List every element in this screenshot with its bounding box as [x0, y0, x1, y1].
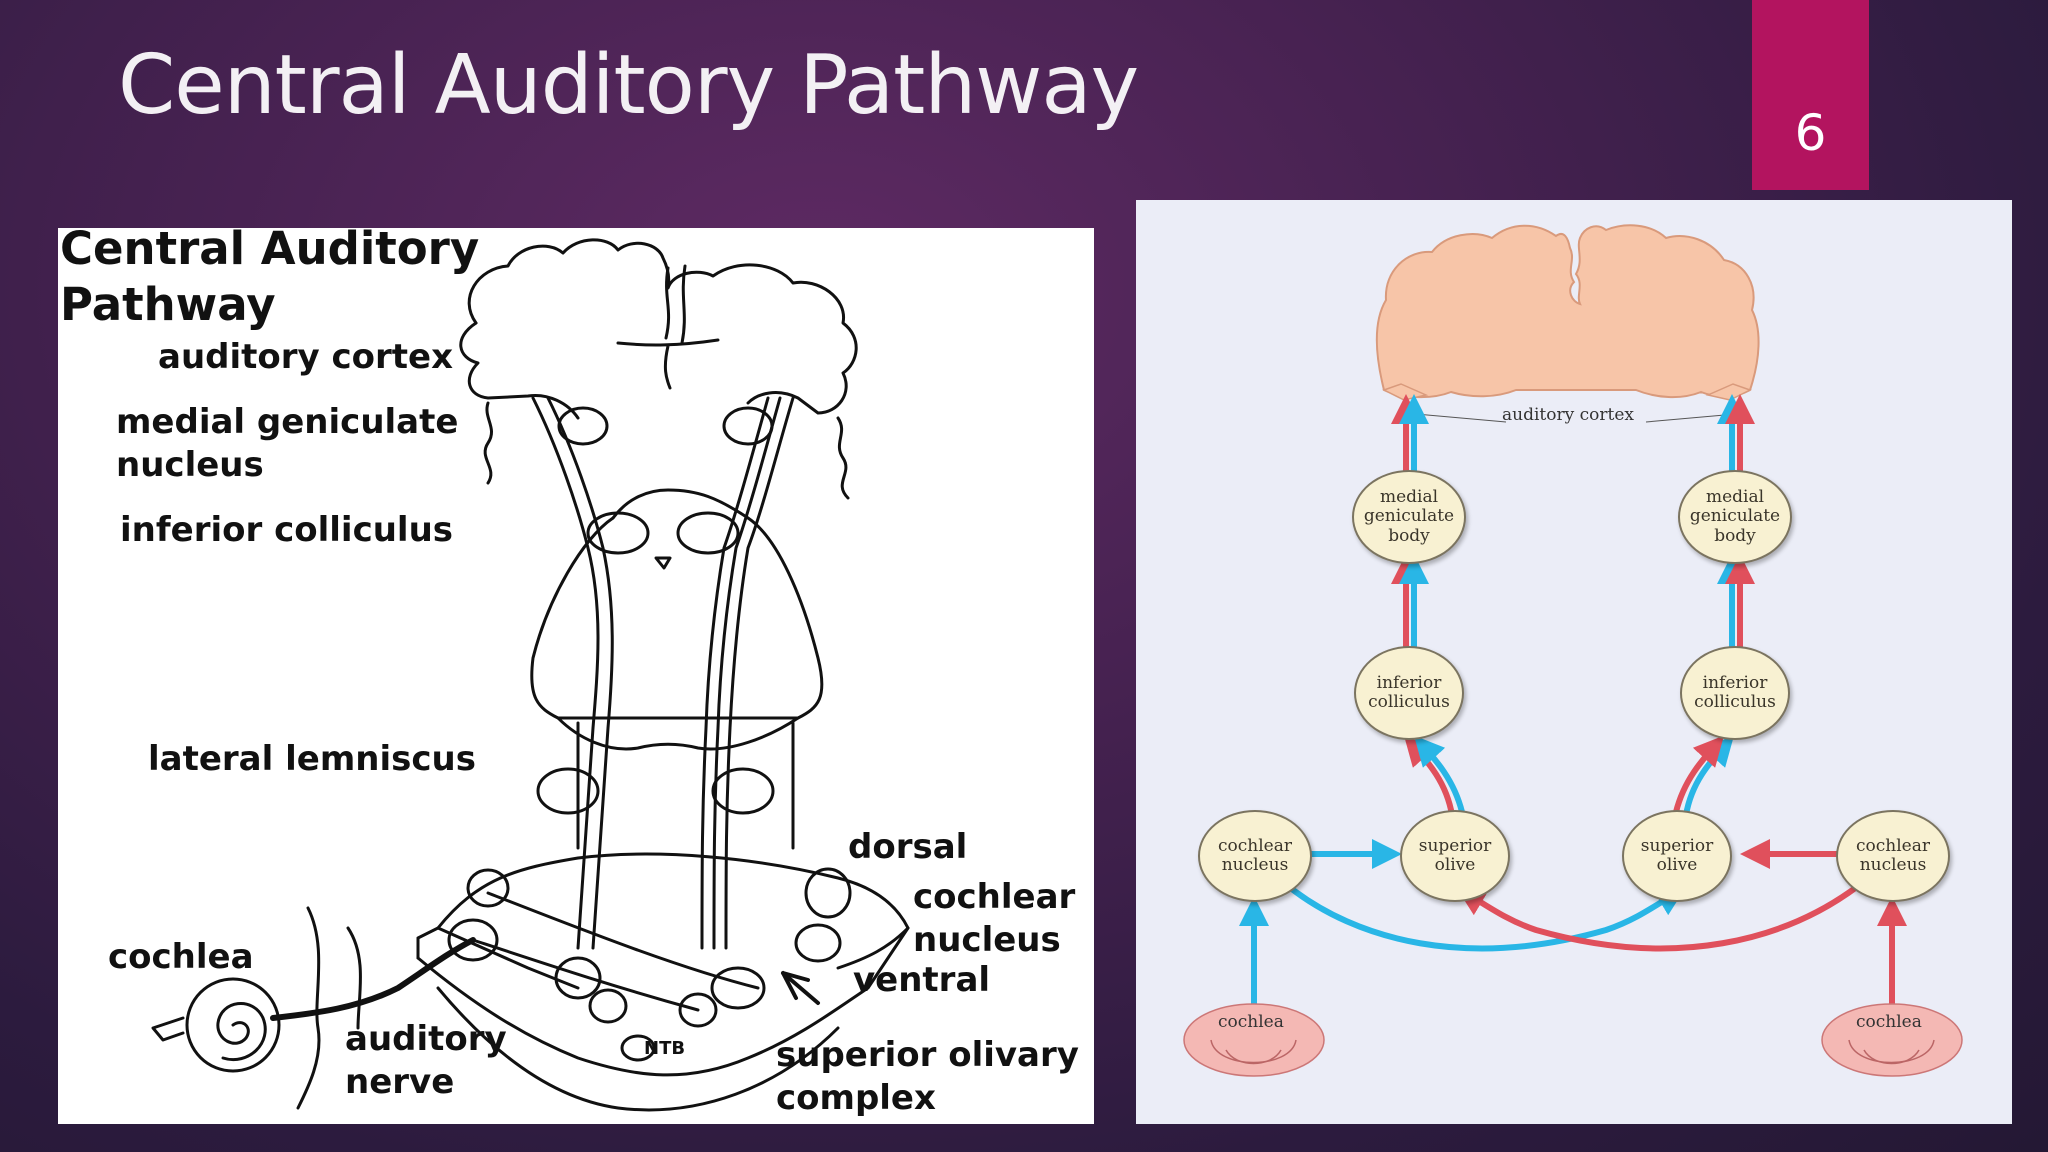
label-auditory-cortex: auditory cortex [158, 337, 454, 377]
label-superior-olivary: superior olivary [776, 1035, 1079, 1075]
slide-title: Central Auditory Pathway [118, 38, 1139, 133]
label-complex: complex [776, 1078, 936, 1118]
page-number-badge: 6 [1752, 0, 1869, 190]
node-mgb-left: medial geniculate body [1352, 470, 1466, 564]
left-pathway-drawing: NTB [151, 238, 910, 1112]
label-lateral-lemniscus: lateral lemniscus [148, 739, 476, 779]
label-medial-geniculate-line1: medial geniculate [116, 402, 459, 442]
label-cochlear: cochlear [913, 877, 1076, 917]
node-ic-left: inferior colliculus [1354, 646, 1464, 740]
node-mgb-right: medial geniculate body [1678, 470, 1792, 564]
cochlea-label-right: cochlea [1856, 1012, 1922, 1032]
node-cn-right: cochlear nucleus [1836, 810, 1950, 902]
label-nucleus: nucleus [913, 920, 1061, 960]
left-heading-line1: Central Auditory [60, 228, 480, 275]
label-auditory-nerve-line2: nerve [345, 1062, 455, 1102]
ntb-label: NTB [644, 1038, 685, 1059]
left-heading-line2: Pathway [60, 278, 276, 331]
cochlea-label-left: cochlea [1218, 1012, 1284, 1032]
label-dorsal: dorsal [848, 827, 968, 867]
label-inferior-colliculus: inferior colliculus [120, 510, 454, 550]
right-cochlea-right-shape [1821, 1003, 1963, 1077]
label-medial-geniculate-line2: nucleus [116, 445, 264, 485]
right-diagram-panel: auditory cortex medial geniculate body m… [1136, 200, 2012, 1124]
node-so-right: superior olive [1622, 810, 1732, 902]
node-so-left: superior olive [1400, 810, 1510, 902]
right-cochlea-left-shape [1183, 1003, 1325, 1077]
label-cochlea: cochlea [108, 937, 254, 977]
node-ic-right: inferior colliculus [1680, 646, 1790, 740]
brain-outline [467, 238, 858, 415]
node-cn-left: cochlear nucleus [1198, 810, 1312, 902]
cortex-shape [1375, 224, 1760, 401]
left-diagram-panel: NTB Central Auditory Pathway auditory co… [58, 228, 1094, 1124]
cortex-label: auditory cortex [1502, 405, 1634, 425]
right-flow-drawing [1183, 224, 1963, 1077]
page-number: 6 [1794, 104, 1827, 162]
label-ventral: ventral [853, 960, 991, 1000]
label-auditory-nerve-line1: auditory [345, 1019, 507, 1059]
